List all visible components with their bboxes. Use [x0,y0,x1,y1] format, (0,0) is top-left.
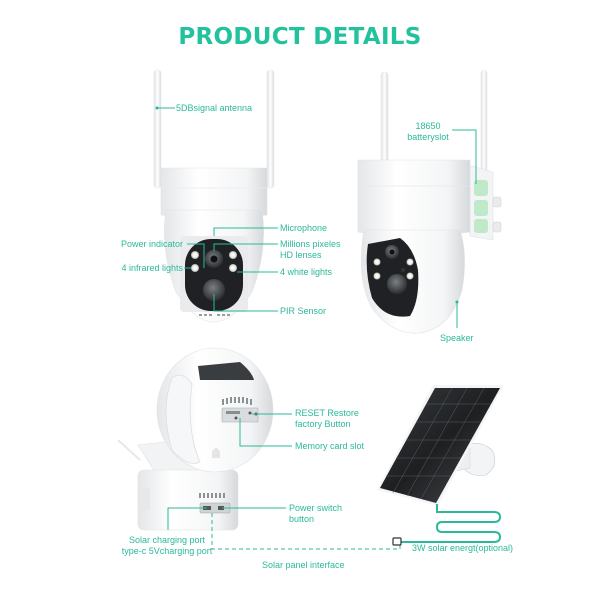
label-white-lights: 4 white lights [280,267,333,277]
solar-interface-dashed-line [211,513,401,550]
label-charging-line2: type-c 5Vcharging port [121,546,213,556]
front-callout-lines [157,107,278,312]
label-power-switch-line1: Power switch [289,503,343,513]
label-solar-energy: 3W solar energt(optional) [412,543,514,553]
label-hd-lens-line1: Millions pixeles [280,239,341,249]
solar-panel-image [377,385,504,506]
label-battery-line1: 18650 [415,121,441,131]
solar-connector [392,537,402,546]
label-reset-line2: factory Button [295,419,351,429]
label-battery-line2: batteryslot [407,132,449,142]
label-power-switch-line2: button [289,514,315,524]
solar-cable [400,504,502,543]
back-camera-image [117,347,274,531]
label-memory-card: Memory card slot [295,441,365,451]
label-power-switch: Power switch button [289,503,342,525]
label-speaker: Speaker [440,333,474,343]
label-solar-interface: Solar panel interface [262,560,345,570]
label-infrared: 4 infrared lights [121,263,183,273]
label-reset-line1: RESET Restore [295,408,359,418]
label-hd-lens-line2: HD lenses [280,250,322,260]
side-camera-image [357,69,502,334]
back-callout-lines [167,413,292,530]
label-battery-slot: 18650 batteryslot [406,121,450,143]
label-pir-sensor: PIR Sensor [280,306,327,316]
side-callout-lines [452,129,477,328]
label-antenna: 5DBsignal antenna [176,103,253,113]
label-charging-line1: Solar charging port [128,535,206,545]
label-reset: RESET Restore factory Button [295,408,359,430]
label-charging-port: Solar charging port type-c 5Vcharging po… [100,535,234,557]
front-camera-image [153,69,275,323]
label-hd-lens: Millions pixeles HD lenses [280,239,341,261]
page-title: PRODUCT DETAILS [178,24,422,50]
label-microphone: Microphone [280,223,328,233]
label-power-indicator: Power indicator [120,239,183,249]
